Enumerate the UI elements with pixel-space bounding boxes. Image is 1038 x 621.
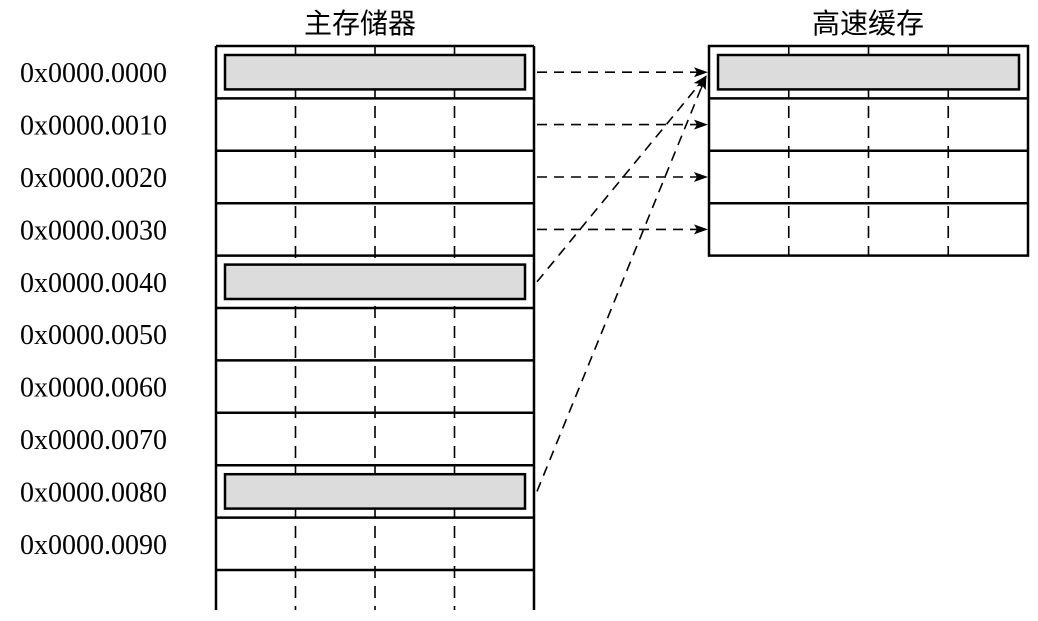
main-memory-highlighted-line	[223, 472, 527, 510]
cache-block	[707, 44, 1030, 257]
mapping-arrows	[536, 67, 708, 492]
address-label: 0x0000.0090	[20, 530, 167, 561]
main-memory-block	[214, 44, 536, 610]
address-labels: 0x0000.0000 0x0000.0010 0x0000.0020 0x0000.…	[20, 58, 167, 561]
main-memory-title: 主存储器	[304, 7, 416, 40]
mapping-arrow	[536, 75, 707, 283]
address-label: 0x0000.0040	[20, 268, 167, 299]
cache-highlighted-line	[716, 53, 1021, 91]
address-label: 0x0000.0050	[20, 320, 167, 351]
address-label: 0x0000.0030	[20, 215, 167, 246]
address-label: 0x0000.0060	[20, 373, 167, 404]
address-label: 0x0000.0070	[20, 425, 167, 456]
main-memory-highlighted-line	[223, 263, 527, 301]
address-label: 0x0000.0080	[20, 477, 167, 508]
address-label: 0x0000.0020	[20, 163, 167, 194]
address-label: 0x0000.0000	[20, 58, 167, 89]
main-memory-highlighted-line	[223, 53, 527, 91]
mapping-arrow	[536, 75, 707, 492]
cache-title: 高速缓存	[812, 7, 924, 40]
address-label: 0x0000.0010	[20, 111, 167, 142]
